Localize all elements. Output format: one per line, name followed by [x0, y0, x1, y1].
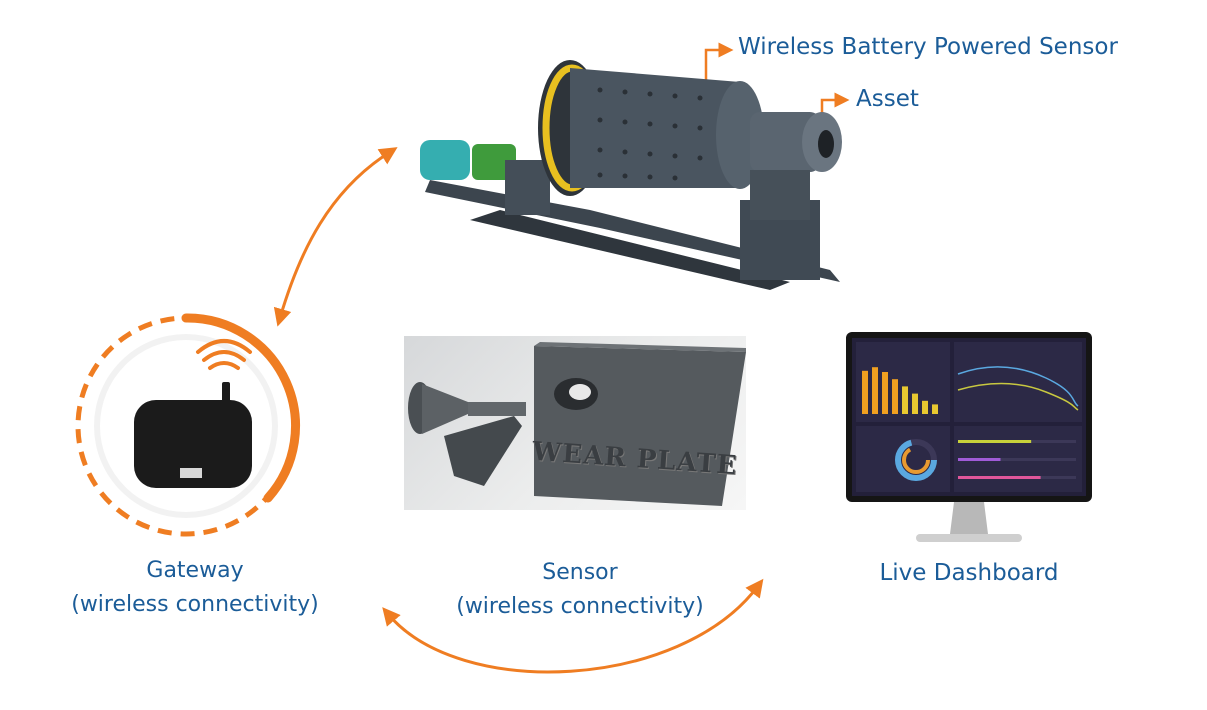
progress-fill [958, 458, 1001, 461]
dashboard-bar [862, 370, 868, 414]
wear-plate-image: WEAR PLATE [404, 336, 746, 510]
sensor-subtitle: (wireless connectivity) [456, 594, 704, 619]
dashboard-monitor [846, 332, 1092, 542]
dashboard-bar [932, 404, 938, 414]
dashboard-bar [922, 400, 928, 414]
progress-track [958, 458, 1076, 461]
progress-fill [958, 476, 1041, 479]
dashboard-bar [892, 379, 898, 414]
dashboard-bar [902, 386, 908, 414]
gateway-title: Gateway [146, 558, 244, 583]
antenna-icon [222, 382, 230, 404]
gateway-graphic [75, 313, 301, 537]
progress-fill [958, 440, 1032, 443]
dashboard-progress [958, 440, 1076, 479]
gateway-dashboard-arrow [382, 578, 764, 674]
dashboard-title: Live Dashboard [879, 560, 1059, 586]
gateway-subtitle: (wireless connectivity) [71, 592, 319, 617]
sensor-callout-label: Wireless Battery Powered Sensor [738, 34, 1118, 60]
dashboard-bar [872, 367, 878, 414]
motor-icon [420, 140, 470, 180]
wifi-icon [196, 339, 252, 370]
asset-callout-label: Asset [856, 86, 919, 112]
dashboard-bar [882, 372, 888, 414]
sensor-callout-arrow [704, 42, 734, 80]
sensor-title: Sensor [542, 560, 618, 585]
line-chart-panel [954, 342, 1082, 422]
gateway-device-icon [134, 400, 252, 488]
dashboard-bars [862, 367, 938, 414]
ball-mill-asset [420, 60, 842, 290]
gateway-solid-arc [181, 313, 301, 503]
dashboard-bar [912, 393, 918, 414]
gateway-asset-arrow [273, 147, 398, 327]
